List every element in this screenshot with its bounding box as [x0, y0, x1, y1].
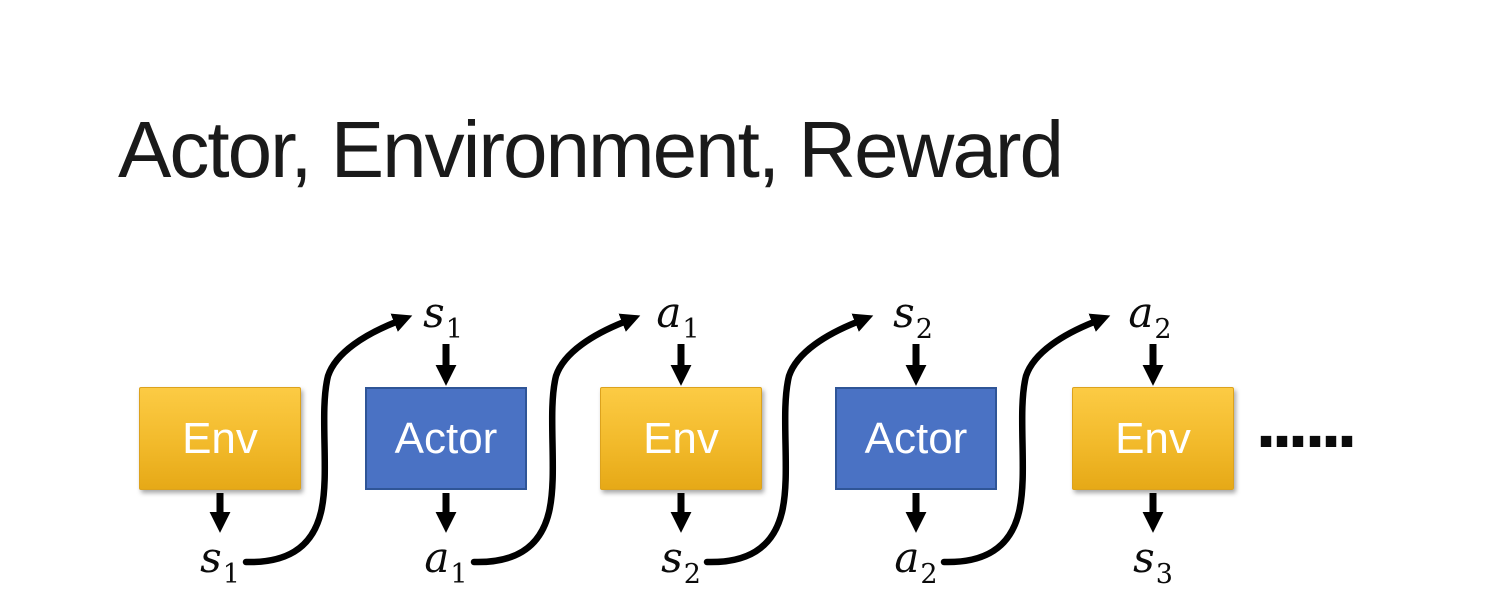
top-label-a2: a2 — [1128, 292, 1172, 345]
actor-box-2-label: Actor — [864, 413, 968, 463]
top-label-s2-base: s — [893, 288, 915, 337]
continuation-ellipsis: …… — [1257, 402, 1356, 458]
actor-box-1: Actor — [365, 387, 527, 490]
bottom-label-s2-base: s — [661, 533, 683, 582]
top-label-a1: a1 — [656, 292, 700, 345]
bottom-label-a1-sub: 1 — [450, 559, 468, 590]
top-label-s2: s2 — [893, 292, 933, 345]
top-label-a2-base: a — [1128, 288, 1154, 337]
bottom-label-a2: a2 — [894, 537, 938, 590]
top-label-a2-sub: 2 — [1154, 314, 1172, 345]
bottom-label-a1-base: a — [424, 533, 450, 582]
top-label-a1-sub: 1 — [682, 314, 700, 345]
bottom-label-s2: s2 — [661, 537, 701, 590]
actor-box-2: Actor — [835, 387, 997, 490]
bottom-label-s1: s1 — [200, 537, 240, 590]
top-label-a1-base: a — [656, 288, 682, 337]
top-label-s1: s1 — [423, 292, 463, 345]
env-box-3-label: Env — [1115, 413, 1191, 463]
bottom-label-s1-base: s — [200, 533, 222, 582]
slide-title: Actor, Environment, Reward — [118, 105, 1064, 194]
bottom-label-s3-base: s — [1133, 533, 1155, 582]
env-box-1: Env — [139, 387, 301, 490]
bottom-label-a2-base: a — [894, 533, 920, 582]
top-label-s1-sub: 1 — [445, 314, 463, 345]
bottom-label-s3: s3 — [1133, 537, 1173, 590]
bottom-label-a2-sub: 2 — [920, 559, 938, 590]
bottom-label-a1: a1 — [424, 537, 468, 590]
bottom-label-s1-sub: 1 — [222, 559, 240, 590]
bottom-label-s3-sub: 3 — [1155, 559, 1173, 590]
env-box-2: Env — [600, 387, 762, 490]
top-label-s2-sub: 2 — [915, 314, 933, 345]
env-box-1-label: Env — [182, 413, 258, 463]
env-box-3: Env — [1072, 387, 1234, 490]
env-box-2-label: Env — [643, 413, 719, 463]
bottom-label-s2-sub: 2 — [683, 559, 701, 590]
top-label-s1-base: s — [423, 288, 445, 337]
actor-box-1-label: Actor — [394, 413, 498, 463]
